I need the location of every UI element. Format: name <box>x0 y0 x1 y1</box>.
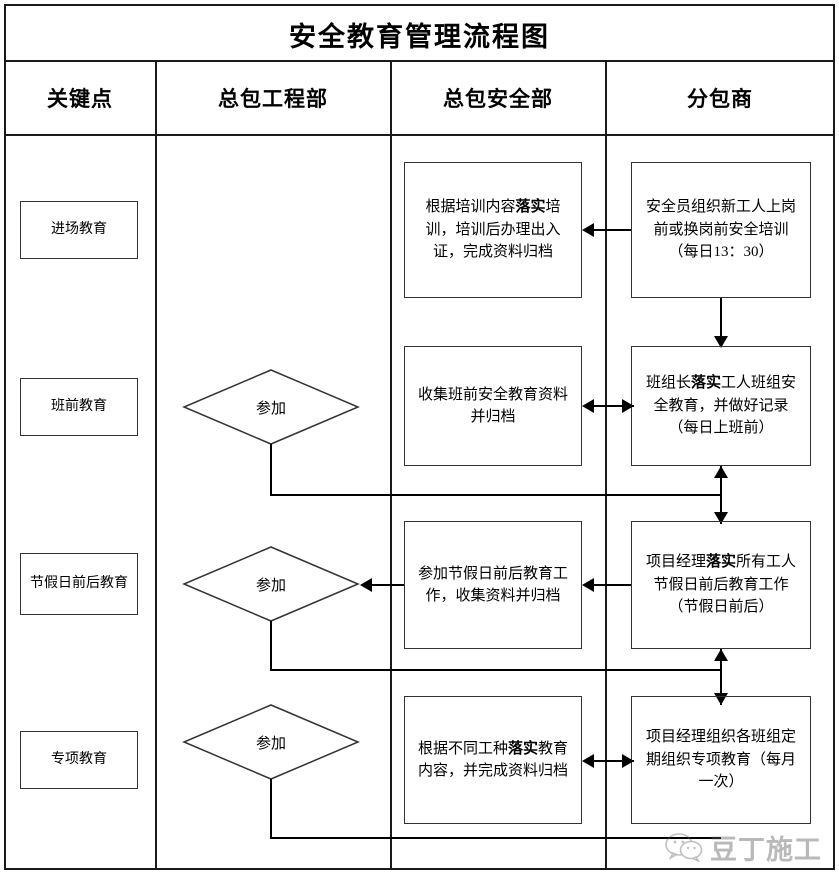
process-text: 根据不同工种落实教育内容，并完成资料归档 <box>417 740 569 780</box>
decision-diamond-holiday-education: 参加 <box>182 545 360 623</box>
arrowhead-r2-to-r3-up <box>714 466 728 478</box>
decision-label: 参加 <box>255 577 286 594</box>
arrowhead-r1-sub-to-safety <box>582 223 594 237</box>
grid-line-header-bottom <box>5 134 834 136</box>
process-text: 收集班前安全教育资料并归档 <box>417 386 568 426</box>
process-box-subcontractor-entry-education: 安全员组织新工人上岗前或换岗前安全培训（每日13：30） <box>631 162 811 298</box>
connector-r3-safety-to-decision <box>372 584 404 586</box>
process-text: 安全员组织新工人上岗前或换岗前安全培训（每日13：30） <box>645 199 796 261</box>
decision-diamond-pre-shift-education: 参加 <box>182 368 360 446</box>
column-header-key-point: 关键点 <box>47 87 113 111</box>
process-text: 根据培训内容落实培训，培训后办理出入证，完成资料归档 <box>425 199 561 261</box>
grid-line-col2-right <box>390 62 392 870</box>
connector-r1-to-r2-subcontractor <box>720 298 722 340</box>
decision-label: 参加 <box>255 400 286 417</box>
column-header-gc-safety: 总包安全部 <box>443 87 553 111</box>
arrowhead-r4-to-subcontractor <box>622 754 634 768</box>
connector-r2-to-r3-subcontractor <box>720 466 722 524</box>
grid-line-title-bottom <box>5 60 834 62</box>
page-title: 安全教育管理流程图 <box>289 21 550 52</box>
process-box-safety-pre-shift-education: 收集班前安全教育资料并归档 <box>404 346 582 466</box>
chart-outer-frame <box>4 4 835 870</box>
process-box-safety-special-education: 根据不同工种落实教育内容，并完成资料归档 <box>404 696 582 824</box>
connector-r4-safety-subcontractor <box>590 760 634 762</box>
process-text: 班组长落实工人班组安全教育，并做好记录（每日上班前） <box>645 375 797 437</box>
arrowhead-r3-safety-to-decision <box>360 578 372 592</box>
connector-r1-sub-to-safety <box>594 229 631 231</box>
connector-r3-diamond-right <box>270 669 721 671</box>
arrowhead-r2-to-subcontractor <box>622 399 634 413</box>
grid-line-col3-right <box>605 62 607 870</box>
connector-r3-sub-to-safety <box>594 584 631 586</box>
arrowhead-r3-to-r4-up <box>714 649 728 661</box>
arrowhead-r4-to-safety <box>582 754 594 768</box>
grid-line-col1-right <box>155 62 157 870</box>
connector-r2-diamond-right <box>270 494 721 496</box>
connector-r3-to-r4-subcontractor <box>720 649 722 705</box>
key-point-box-entry-education: 进场教育 <box>20 201 138 259</box>
process-box-subcontractor-pre-shift-education: 班组长落实工人班组安全教育，并做好记录（每日上班前） <box>631 346 811 466</box>
connector-r4-diamond-right <box>270 837 721 839</box>
connector-r2-diamond-down <box>270 444 272 496</box>
arrowhead-r2-to-safety <box>582 399 594 413</box>
connector-r2-safety-subcontractor <box>590 405 634 407</box>
process-box-safety-entry-education: 根据培训内容落实培训，培训后办理出入证，完成资料归档 <box>404 162 582 298</box>
column-header-gc-engineering: 总包工程部 <box>218 87 328 111</box>
key-point-box-special-education: 专项教育 <box>20 731 138 789</box>
column-header-subcontractor: 分包商 <box>687 87 753 111</box>
process-box-safety-holiday-education: 参加节假日前后教育工作，收集资料并归档 <box>404 521 582 649</box>
decision-label: 参加 <box>255 735 286 752</box>
decision-diamond-special-education: 参加 <box>182 703 360 781</box>
key-point-box-pre-shift-education: 班前教育 <box>20 378 138 436</box>
key-point-box-holiday-education: 节假日前后教育 <box>20 553 138 615</box>
arrowhead-r1-to-r2-subcontractor <box>714 336 728 348</box>
process-box-subcontractor-holiday-education: 项目经理落实所有工人节假日前后教育工作（节假日前后） <box>631 521 811 649</box>
process-text: 参加节假日前后教育工作，收集资料并归档 <box>417 565 568 605</box>
process-box-subcontractor-special-education: 项目经理组织各班组定期组织专项教育（每月一次） <box>631 696 811 824</box>
process-text: 项目经理组织各班组定期组织专项教育（每月一次） <box>645 729 796 791</box>
connector-r3-diamond-down <box>270 621 272 671</box>
process-text: 项目经理落实所有工人节假日前后教育工作（节假日前后） <box>645 554 797 616</box>
connector-r4-diamond-down <box>270 779 272 839</box>
arrowhead-r3-sub-to-safety <box>582 578 594 592</box>
